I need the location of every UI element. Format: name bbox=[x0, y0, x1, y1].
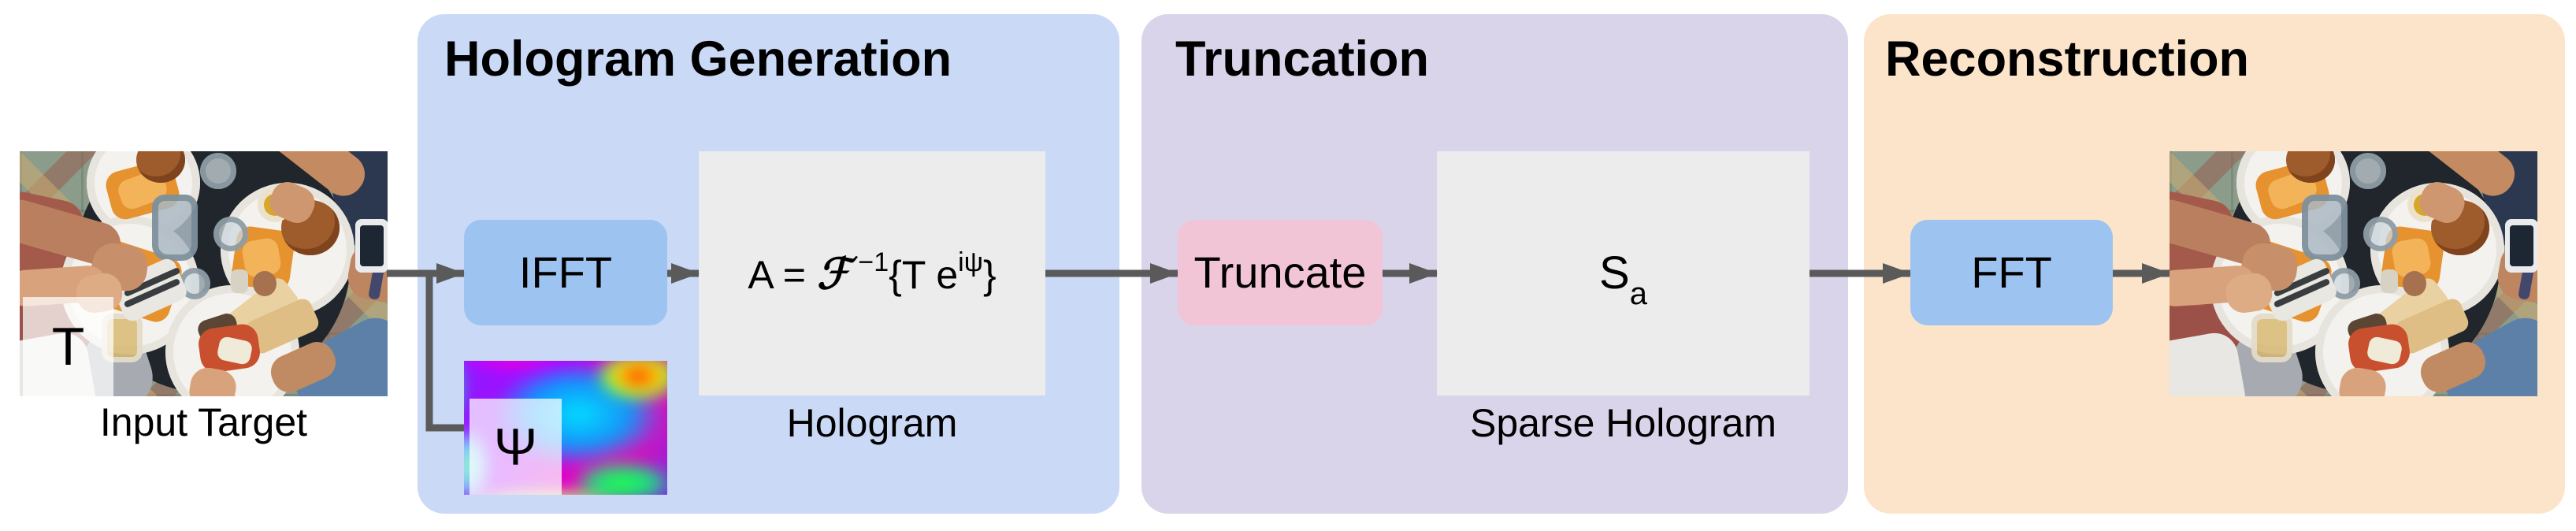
input-target-label-overlay: T bbox=[23, 297, 113, 396]
formula-open-brace: { bbox=[889, 253, 902, 297]
sparse-hologram-caption: Sparse Hologram bbox=[1469, 401, 1777, 445]
smartphone-screen bbox=[2510, 225, 2533, 266]
formula-body: T e bbox=[901, 253, 959, 297]
hologram-formula: A = ℱ −1 { T e iψ } bbox=[748, 247, 997, 299]
sparse-symbol-s: S bbox=[1599, 247, 1630, 299]
drinking-glass bbox=[2363, 217, 2398, 251]
drinking-glass bbox=[213, 217, 248, 251]
beer-glass bbox=[2251, 314, 2292, 362]
ifft-block: IFFT bbox=[464, 220, 667, 325]
ifft-label: IFFT bbox=[518, 247, 613, 297]
drinking-glass bbox=[2350, 153, 2386, 189]
formula-lhs: A = bbox=[748, 253, 817, 297]
formula-inverse-superscript: −1 bbox=[858, 247, 889, 277]
formula-close-brace: } bbox=[982, 253, 997, 297]
panel-truncation: Truncation Truncate S a Sparse Hologram bbox=[1141, 14, 1848, 514]
smartphone-screen bbox=[360, 225, 384, 266]
formula-exponent: iψ bbox=[958, 247, 983, 277]
reconstructed-image bbox=[2170, 151, 2537, 396]
input-target-image bbox=[20, 151, 388, 396]
panel-title-hologram-generation: Hologram Generation bbox=[444, 32, 952, 87]
panel-title-truncation: Truncation bbox=[1175, 32, 1430, 87]
random-phase-image: Ψ bbox=[464, 361, 667, 495]
drinking-glass bbox=[200, 153, 236, 189]
salt-shaker bbox=[2381, 269, 2398, 293]
input-target-caption: Input Target bbox=[99, 400, 308, 444]
fft-label: FFT bbox=[1971, 247, 2052, 297]
salt-shaker bbox=[231, 269, 248, 293]
water-jug bbox=[152, 195, 198, 261]
fourier-operator-symbol: ℱ bbox=[816, 248, 851, 299]
sparse-hologram-symbol: S a bbox=[1599, 247, 1647, 310]
truncate-block: Truncate bbox=[1178, 220, 1383, 325]
phase-symbol: Ψ bbox=[493, 418, 538, 476]
phase-label-overlay: Ψ bbox=[470, 399, 562, 495]
truncate-label: Truncate bbox=[1193, 247, 1367, 297]
input-target-symbol: T bbox=[51, 317, 85, 377]
pepper-mill bbox=[253, 271, 277, 296]
fft-block: FFT bbox=[1910, 220, 2113, 325]
food-photo-scene bbox=[2170, 151, 2537, 396]
hologram-caption: Hologram bbox=[786, 401, 958, 445]
hologram-box: A = ℱ −1 { T e iψ } bbox=[699, 151, 1045, 395]
water-jug bbox=[2302, 195, 2348, 261]
pepper-mill bbox=[2403, 271, 2426, 296]
sparse-symbol-subscript: a bbox=[1629, 277, 1647, 311]
sparse-hologram-box: S a bbox=[1437, 151, 1810, 395]
panel-title-reconstruction: Reconstruction bbox=[1885, 32, 2250, 87]
